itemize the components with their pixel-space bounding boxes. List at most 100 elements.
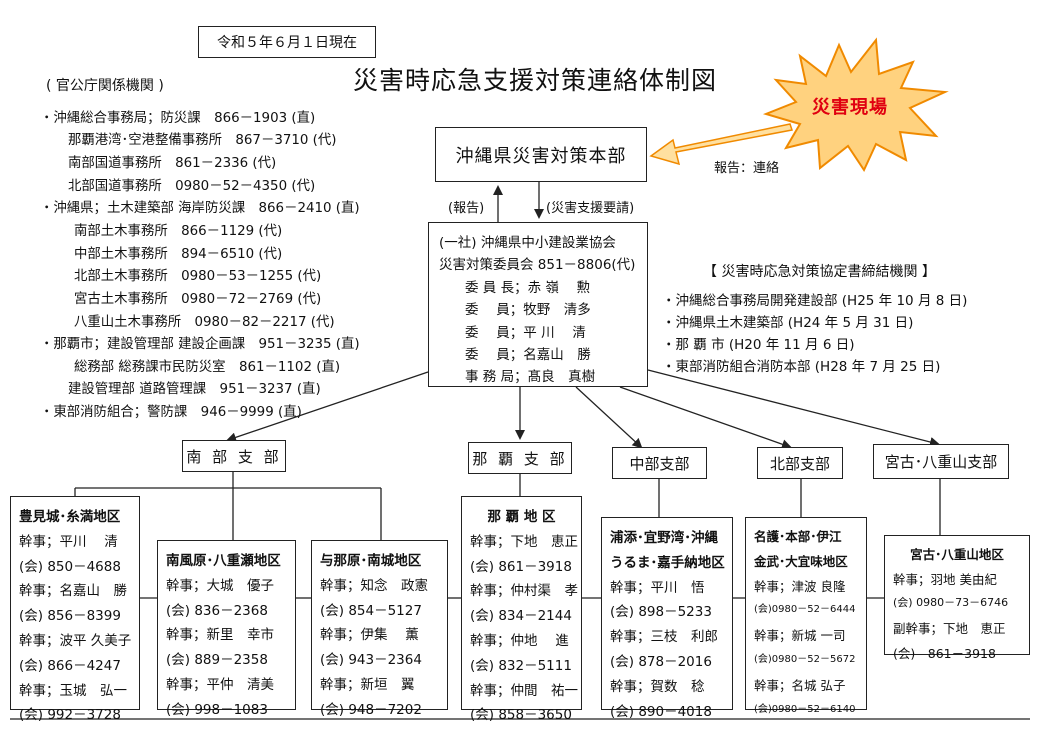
report-contact-label: 報告：連絡 [714, 161, 780, 176]
district-urasoe-ginowan: 浦添･宜野湾･沖縄 うるま･嘉手納地区 幹事；平川 悟 (会) 898－5233… [601, 517, 733, 720]
district-line: (会)0980－52－5672 [754, 653, 856, 665]
district-line: (会) 878－2016 [610, 653, 712, 670]
district-line: (会) 832－5111 [470, 657, 572, 674]
district-line: 幹事；羽地 美由紀 [893, 571, 997, 587]
district-tomigusuku-itoman: 豊見城･糸満地区 幹事；平川 清 (会) 850－4688 幹事；名嘉山 勝 (… [10, 496, 140, 723]
district-line: (会) 889－2358 [166, 652, 268, 669]
gov-line: 北部土木事務所 0980－53－1255 (代) [74, 269, 322, 284]
district-line: (会) 836－2368 [166, 602, 268, 619]
district-title: 名護･本部･伊江 [754, 529, 842, 544]
district-yonabaru-nanjo: 与那原･南城地区 幹事；知念 政憲 (会) 854－5127 幹事；伊集 薫 (… [311, 540, 448, 718]
association-committee: 災害対策委員会 851－8806(代) [439, 257, 636, 274]
district-line: (会) 858－3650 [470, 707, 572, 724]
district-line: 幹事；名嘉山 勝 [19, 583, 127, 600]
district-naha: 那 覇 地 区 幹事；下地 恵正 (会) 861－3918 幹事；仲村渠 孝 (… [461, 496, 582, 723]
branch-label: 北部支部 [769, 454, 830, 473]
association-member: 委 員；名嘉山 勝 [465, 346, 591, 363]
district-line: 幹事；平川 悟 [610, 579, 705, 596]
district-title: 与那原･南城地区 [320, 553, 422, 569]
district-line: 幹事；知念 政憲 [320, 577, 428, 594]
district-line: 幹事；波平 久美子 [19, 632, 132, 649]
gov-line: 那覇港湾･空港整備事務所 867－3710 (代) [68, 133, 337, 148]
gov-line: 中部土木事務所 894－6510 (代) [74, 247, 283, 262]
agreement-item: ・東部消防組合消防本部 (H28 年 7 月 25 日) [662, 359, 941, 375]
district-nago-motobu: 名護･本部･伊江 金武･大宜味地区 幹事；津波 良隆 (会)0980－52－64… [745, 517, 867, 715]
district-line: 幹事；三枝 利郎 [610, 629, 718, 646]
gov-line: 北部国道事務所 0980－52－4350 (代) [68, 179, 316, 194]
agreement-item: ・那 覇 市 (H20 年 11 月 6 日) [662, 337, 855, 353]
district-title: うるま･嘉手納地区 [610, 554, 725, 571]
district-line: (会) 866－4247 [19, 657, 121, 674]
gov-agencies-heading: ( 官公庁関係機関 ) [46, 78, 164, 94]
district-line: 幹事；津波 良隆 [754, 578, 846, 594]
district-line: 幹事；平川 清 [19, 533, 118, 550]
district-line: 幹事；名城 弘子 [754, 677, 846, 693]
district-line: (会) 890－4018 [610, 703, 712, 720]
district-haebaru-yaese: 南風原･八重瀬地区 幹事；大城 優子 (会) 836－2368 幹事；新里 幸市… [157, 540, 296, 718]
branch-label: 那 覇 支 部 [472, 449, 568, 468]
district-line: (会) 850－4688 [19, 558, 121, 575]
district-title: 豊見城･糸満地区 [19, 509, 121, 525]
district-line: 幹事；下地 恵正 [470, 533, 578, 550]
district-line: (会) 854－5127 [320, 602, 422, 619]
district-line: 幹事；大城 優子 [166, 577, 274, 594]
gov-line: ・沖縄総合事務局；防災課 866－1903 (直) [40, 111, 316, 126]
gov-line: 南部土木事務所 866－1129 (代) [74, 224, 283, 239]
association-box: (一社) 沖縄県中小建設業協会 災害対策委員会 851－8806(代) 委 員 … [428, 222, 648, 387]
gov-line: ・沖縄県；土木建築部 海岸防災課 866－2410 (直) [40, 201, 360, 216]
hq-label: 沖縄県災害対策本部 [455, 145, 627, 167]
gov-line: 八重山土木事務所 0980－82－2217 (代) [74, 315, 335, 330]
district-title: 浦添･宜野湾･沖縄 [610, 530, 718, 546]
district-line: 幹事；仲地 進 [470, 632, 569, 649]
agreement-item: ・沖縄総合事務局開発建設部 (H25 年 10 月 8 日) [662, 293, 968, 309]
gov-line: 総務部 総務課市民防災室 861－1102 (直) [74, 360, 341, 375]
district-line: 幹事；新里 幸市 [166, 627, 274, 644]
branch-miyako-yaeyama: 宮古･八重山支部 [873, 444, 1009, 479]
district-line: (会) 998－1083 [166, 701, 268, 718]
branch-central: 中部支部 [612, 447, 707, 479]
disaster-burst-shape [762, 37, 949, 173]
branch-label: 中部支部 [629, 454, 690, 473]
branch-south: 南 部 支 部 [182, 440, 286, 472]
branch-north: 北部支部 [757, 447, 843, 479]
district-title: 南風原･八重瀬地区 [166, 553, 281, 569]
gov-line: ・那覇市；建設管理部 建設企画課 951－3235 (直) [40, 337, 360, 352]
district-line: (会)0980－52－6444 [754, 604, 856, 616]
district-line: (会)0980－52－6140 [754, 703, 856, 715]
district-line: 幹事；賀数 稔 [610, 678, 705, 695]
district-title: 金武･大宜味地区 [754, 553, 848, 569]
gov-line: 宮古土木事務所 0980－72－2769 (代) [74, 292, 322, 307]
district-title: 宮古･八重山地区 [910, 547, 1004, 562]
agreement-item: ・沖縄県土木建築部 (H24 年 5 月 31 日) [662, 315, 914, 331]
district-line: 幹事；新城 一司 [754, 628, 846, 644]
district-line: 幹事；仲村渠 孝 [470, 583, 578, 600]
gov-line: 南部国道事務所 861－2336 (代) [68, 156, 277, 171]
association-member: 事 務 局；髙良 真樹 [465, 369, 596, 386]
district-line: 幹事；平仲 清美 [166, 676, 274, 693]
district-miyako-yaeyama: 宮古･八重山地区 幹事；羽地 美由紀 (会) 0980－73－6746 副幹事；… [884, 535, 1030, 661]
district-line: (会) 992－3728 [19, 707, 121, 724]
district-line: 副幹事；下地 恵正 [893, 621, 1006, 637]
agreement-heading: 【 災害時応急対策協定書締結機関 】 [703, 264, 936, 280]
district-line: (会) 861－3918 [893, 646, 996, 662]
date-note: 令和５年６月１日現在 [198, 26, 376, 58]
burst-to-hq-arrow [649, 123, 793, 166]
association-member: 委 員；平 川 清 [465, 324, 586, 341]
district-title: 那 覇 地 区 [487, 509, 556, 525]
association-member: 委 員；牧野 清多 [465, 302, 591, 319]
branch-naha: 那 覇 支 部 [468, 442, 572, 474]
gov-line: ・東部消防組合；警防課 946－9999 (直) [40, 405, 302, 420]
district-line: 幹事；玉城 弘一 [19, 682, 127, 699]
district-line: (会) 834－2144 [470, 608, 572, 625]
hq-box: 沖縄県災害対策本部 [435, 127, 647, 182]
district-line: (会) 898－5233 [610, 604, 712, 621]
district-line: (会) 0980－73－6746 [893, 595, 1009, 609]
disaster-site-label: 災害現場 [812, 97, 888, 118]
report-label: (報告) [448, 201, 485, 216]
district-line: 幹事；伊集 薫 [320, 627, 419, 644]
page-title: 災害時応急支援対策連絡体制図 [353, 66, 718, 95]
district-line: (会) 948－7202 [320, 701, 422, 718]
district-line: (会) 943－2364 [320, 652, 422, 669]
district-line: (会) 856－8399 [19, 608, 121, 625]
